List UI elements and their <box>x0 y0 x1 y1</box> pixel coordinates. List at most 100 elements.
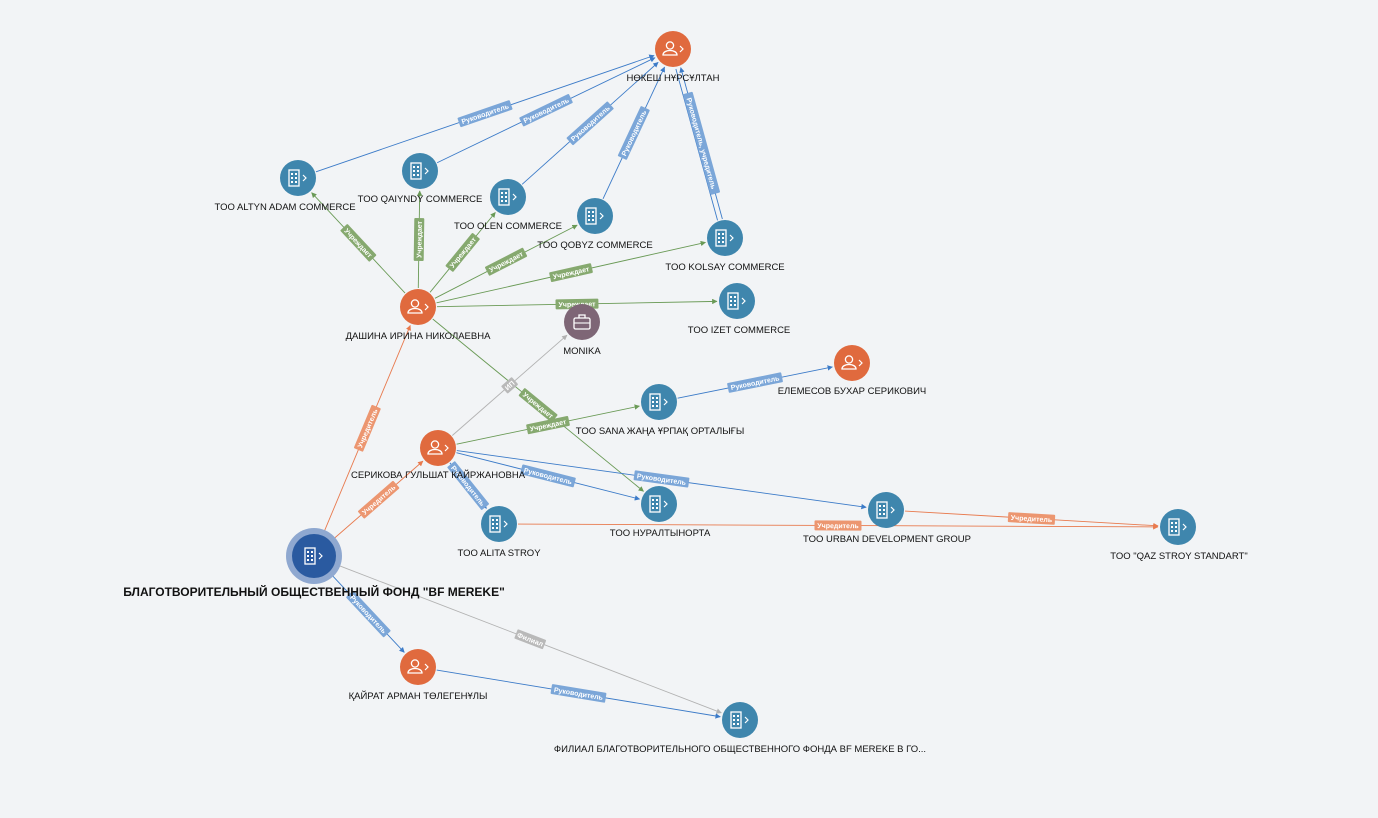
edge-label-box <box>485 247 528 276</box>
node-label: ҚАЙРАТ АРМАН ТӨЛЕГЕНҰЛЫ <box>349 690 488 702</box>
edge-label-box <box>520 464 576 488</box>
node-label: TOO URBAN DEVELOPMENT GROUP <box>803 534 971 545</box>
node-label: БЛАГОТВОРИТЕЛЬНЫЙ ОБЩЕСТВЕННЫЙ ФОНД "BF … <box>123 584 505 599</box>
node-circle <box>400 649 436 685</box>
node-label: TOO "QAZ STROY STANDART" <box>1110 551 1247 562</box>
node-alita[interactable]: TOO ALITA STROY <box>457 506 541 559</box>
node-circle <box>420 430 456 466</box>
node-circle <box>868 492 904 528</box>
node-main[interactable]: БЛАГОТВОРИТЕЛЬНЫЙ ОБЩЕСТВЕННЫЙ ФОНД "BF … <box>123 528 505 599</box>
edge-label-box <box>617 106 650 160</box>
node-izet[interactable]: TOO IZET COMMERCE <box>688 283 791 336</box>
node-kolsay[interactable]: TOO KOLSAY COMMERCE <box>665 220 785 273</box>
edge-label: Руководитель <box>633 470 690 488</box>
node-circle <box>280 160 316 196</box>
node-dashina[interactable]: ДАШИНА ИРИНА НИКОЛАЕВНА <box>346 289 491 342</box>
edge-label: Руководитель <box>520 464 576 488</box>
edge-label-text: Учреждает <box>416 220 424 258</box>
edge-label-box <box>550 684 607 703</box>
node-label: ЕЛЕМЕСОВ БУХАР СЕРИКОВИЧ <box>778 386 927 397</box>
edge-main-dashina[interactable]: Учредитель <box>323 324 411 532</box>
building-icon <box>715 229 734 247</box>
edge-label-text: Учреждает <box>342 228 373 260</box>
edge-label: Учреждает <box>485 247 528 276</box>
node-circle <box>481 506 517 542</box>
node-circle <box>707 220 743 256</box>
edge-label: Учреждает <box>445 233 480 272</box>
edge-label-box <box>518 388 558 423</box>
edge-urban-qaz[interactable]: Учредитель <box>904 510 1159 529</box>
person-icon <box>427 440 449 455</box>
edge-label-box <box>457 100 513 128</box>
edge-label-box <box>519 94 573 127</box>
node-label: TOO ALTYN ADAM COMMERCE <box>214 202 355 213</box>
edge-label-box <box>445 233 480 272</box>
node-urban[interactable]: TOO URBAN DEVELOPMENT GROUP <box>803 492 971 545</box>
node-serikova[interactable]: СЕРИКОВА ГУЛЬШАТ КАЙРЖАНОВНА <box>351 430 526 481</box>
edge-serikova-sana[interactable]: Учреждает <box>456 404 640 445</box>
edge-serikova-alita[interactable]: Руководитель <box>447 461 489 510</box>
node-elemesov[interactable]: ЕЛЕМЕСОВ БУХАР СЕРИКОВИЧ <box>778 345 927 397</box>
edge-label-box <box>447 461 489 510</box>
node-circle <box>641 384 677 420</box>
building-icon <box>876 501 895 519</box>
node-nokesh[interactable]: НӨКЕШ НҰРСҰЛТАН <box>627 31 720 84</box>
node-circle <box>655 31 691 67</box>
person-icon <box>407 299 429 314</box>
node-qaz[interactable]: TOO "QAZ STROY STANDART" <box>1110 509 1248 562</box>
building-icon <box>1168 518 1187 536</box>
node-altyn[interactable]: TOO ALTYN ADAM COMMERCE <box>214 160 356 213</box>
node-label: TOO KOLSAY COMMERCE <box>665 262 784 273</box>
node-monika[interactable]: MONIKA <box>563 304 601 357</box>
edge-label: Учреждает <box>518 388 558 423</box>
edge-label: Руководитель <box>519 94 573 127</box>
edge-label-text: Руководитель, учредитель <box>685 97 717 190</box>
building-icon <box>585 207 604 225</box>
edge-label: Учреждает <box>549 263 593 282</box>
node-qobyz[interactable]: TOO QOBYZ COMMERCE <box>537 198 653 251</box>
node-circle <box>719 283 755 319</box>
edge-label: Руководитель <box>617 106 650 160</box>
edge-label-text: Учредитель <box>1011 515 1053 524</box>
edge-label-text: Руководитель <box>348 594 387 635</box>
edge-label-text: Учреждает <box>449 236 478 270</box>
node-circle <box>490 179 526 215</box>
edge-serikova-monika[interactable]: ИП <box>452 334 568 436</box>
edge-label: Учредитель <box>814 520 862 531</box>
node-circle <box>577 198 613 234</box>
edge-label-box <box>514 629 547 650</box>
node-nuraltyn[interactable]: TOO НУРАЛТЫНОРТА <box>610 486 711 539</box>
node-circle <box>1160 509 1196 545</box>
node-label: TOO QAIYNDY COMMERCE <box>358 194 483 205</box>
edge-label: Руководитель <box>727 372 783 393</box>
edge-qobyz-nokesh[interactable]: Руководитель <box>602 66 665 199</box>
node-label: TOO QOBYZ COMMERCE <box>537 240 652 251</box>
node-label: TOO IZET COMMERCE <box>688 325 791 336</box>
edge-label-text: Руководитель <box>621 109 649 157</box>
edge-label: Учредитель <box>358 480 400 519</box>
node-label: TOO НУРАЛТЫНОРТА <box>610 528 711 539</box>
edge-label-box <box>683 91 720 195</box>
edge-label-box <box>633 470 690 488</box>
node-filial[interactable]: ФИЛИАЛ БЛАГОТВОРИТЕЛЬНОГО ОБЩЕСТВЕННОГО … <box>554 702 926 755</box>
edge-kolsay-nokesh[interactable]: Руководитель, учредитель <box>675 67 723 221</box>
node-label: ДАШИНА ИРИНА НИКОЛАЕВНА <box>346 331 491 342</box>
building-icon <box>649 393 668 411</box>
edge-label-box <box>566 101 614 146</box>
node-label: НӨКЕШ НҰРСҰЛТАН <box>627 73 720 84</box>
node-kairat[interactable]: ҚАЙРАТ АРМАН ТӨЛЕГЕНҰЛЫ <box>349 649 488 702</box>
node-olen[interactable]: TOO OLEN COMMERCE <box>454 179 562 232</box>
edge-dashina-nuraltyn[interactable]: Учреждает <box>432 318 644 492</box>
edge-dashina-qaiyndy[interactable]: Учреждает <box>413 190 425 289</box>
edge-label-text: Руководитель <box>523 97 571 125</box>
node-qaiyndy[interactable]: TOO QAIYNDY COMMERCE <box>358 153 483 205</box>
building-icon <box>304 547 323 565</box>
building-icon <box>489 515 508 533</box>
edge-label-box <box>501 377 518 394</box>
edge-label-text: Учредитель <box>361 484 397 517</box>
edge-alita-qaz[interactable]: Учредитель <box>517 520 1159 531</box>
node-sana[interactable]: TOO SANA ЖАҢА ҰРПАҚ ОРТАЛЫҒЫ <box>576 384 744 437</box>
